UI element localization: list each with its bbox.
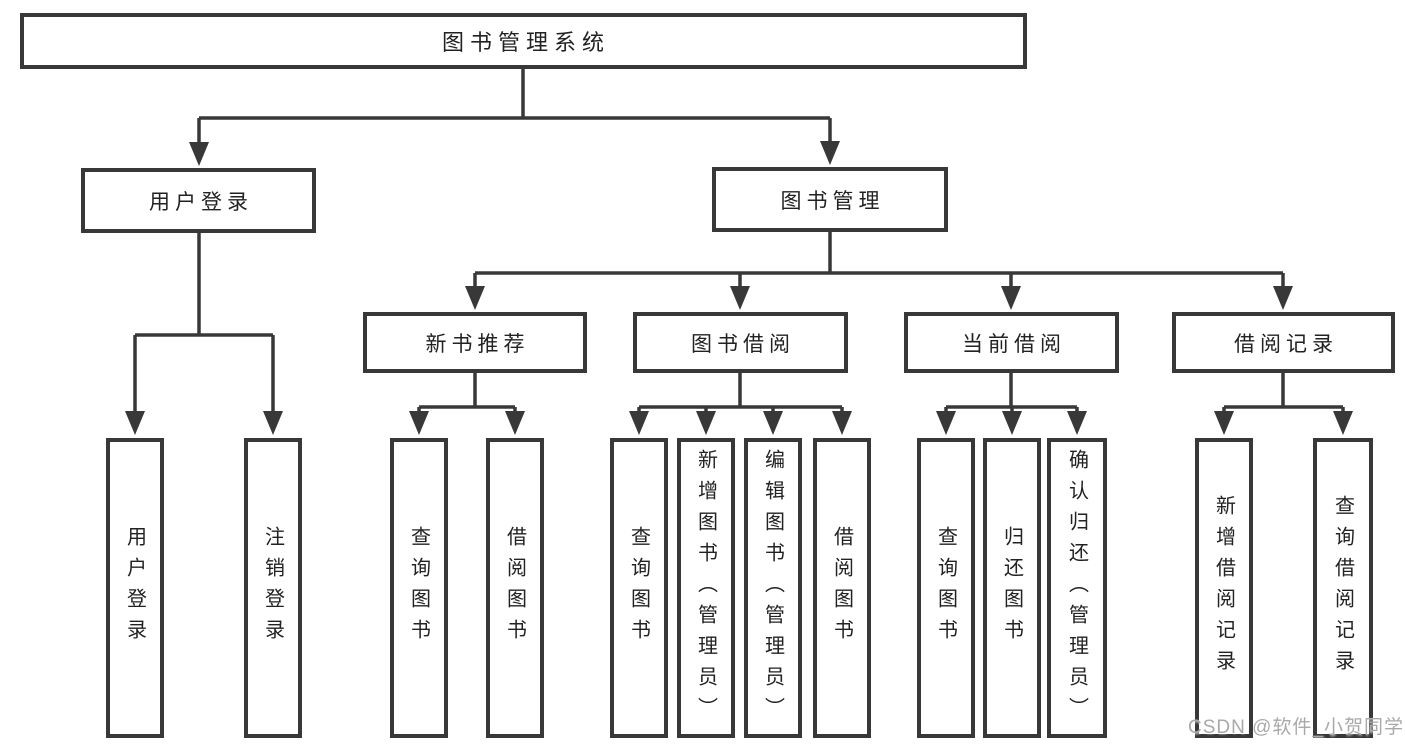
node-leaf-return-books: 归还图书 [983,438,1041,738]
node-leaf-logout: 注销登录 [244,438,302,738]
node-leaf-edit-books-admin: 编辑图书（管理员） [744,438,802,738]
node-book-mgmt-group: 图书管理 [712,167,948,232]
node-leaf-borrow-books-recommend: 借阅图书 [486,438,544,738]
connector-lines [133,69,1345,413]
node-user-login-group: 用户登录 [81,168,316,233]
node-leaf-add-books-admin: 新增图书（管理员） [677,438,735,738]
node-leaf-query-borrow-record: 查询借阅记录 [1313,438,1373,738]
node-borrow-records: 借阅记录 [1172,312,1395,373]
node-book-borrow: 图书借阅 [633,312,848,373]
node-leaf-query-books-borrow: 查询图书 [610,438,668,738]
node-new-book-recommend: 新书推荐 [363,312,587,373]
csdn-watermark: CSDN @软件_小贺同学 [1188,717,1404,738]
arrowhead-icons [125,141,1353,435]
node-leaf-borrow-books: 借阅图书 [813,438,871,738]
node-leaf-query-books-recommend: 查询图书 [390,438,448,738]
node-leaf-user-login: 用户登录 [106,438,164,738]
node-current-borrow: 当前借阅 [904,312,1119,373]
node-leaf-add-borrow-record: 新增借阅记录 [1195,438,1253,738]
node-root: 图书管理系统 [20,13,1027,69]
node-leaf-confirm-return-admin: 确认归还（管理员） [1047,438,1107,738]
node-leaf-query-books-current: 查询图书 [917,438,975,738]
